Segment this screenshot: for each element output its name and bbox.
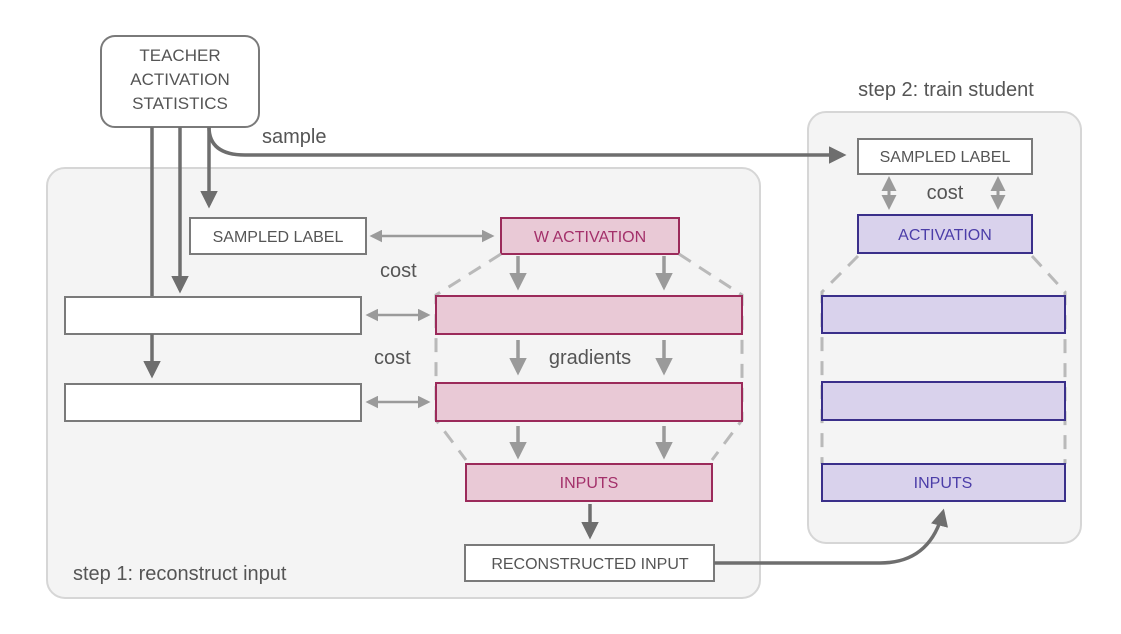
step1-sampled-label: SAMPLED LABEL	[213, 229, 344, 246]
step1-activation-box	[500, 217, 680, 255]
step1-inputs-box	[465, 463, 713, 502]
step1-cost-bottom: cost	[374, 347, 411, 369]
step1-cost-top: cost	[380, 260, 417, 282]
step2-sampled-label-box	[857, 138, 1033, 175]
step2-title: step 2: train student	[858, 79, 1034, 101]
step2-activation-label: ACTIVATION	[898, 227, 992, 244]
teacher-stats-line-3: STATISTICS	[132, 94, 228, 113]
step1-teacher-layer-2	[435, 382, 743, 422]
step2-cost-label: cost	[927, 182, 964, 204]
step2-activation-box	[857, 214, 1033, 254]
step1-activation-label: W ACTIVATION	[534, 229, 646, 246]
sample-label: sample	[262, 126, 326, 148]
recon-to-student-arrow	[714, 508, 949, 565]
sample-arrow	[207, 126, 847, 164]
step1-gradients-label: gradients	[549, 347, 631, 369]
step1-reconstructed-box	[464, 544, 715, 582]
step2-inputs-box	[821, 463, 1066, 502]
teacher-stats-line-1: TEACHER	[139, 46, 220, 65]
step1-inputs-label: INPUTS	[560, 475, 619, 492]
step1-network-outline	[434, 252, 744, 461]
step2-student-layer-2	[821, 381, 1066, 421]
step1-sampled-label-box	[189, 217, 367, 255]
step2-network-outline	[820, 254, 1067, 464]
teacher-stats-line-2: ACTIVATION	[130, 70, 230, 89]
step1-reconstructed-label: RECONSTRUCTED INPUT	[491, 556, 689, 573]
step1-title: step 1: reconstruct input	[73, 563, 287, 585]
step2-sampled-label: SAMPLED LABEL	[880, 149, 1011, 166]
step1-recon-row-1	[64, 296, 362, 335]
step2-inputs-label: INPUTS	[914, 475, 973, 492]
step2-student-layer-1	[821, 295, 1066, 334]
step1-teacher-layer-1	[435, 295, 743, 335]
step1-recon-row-2	[64, 383, 362, 422]
